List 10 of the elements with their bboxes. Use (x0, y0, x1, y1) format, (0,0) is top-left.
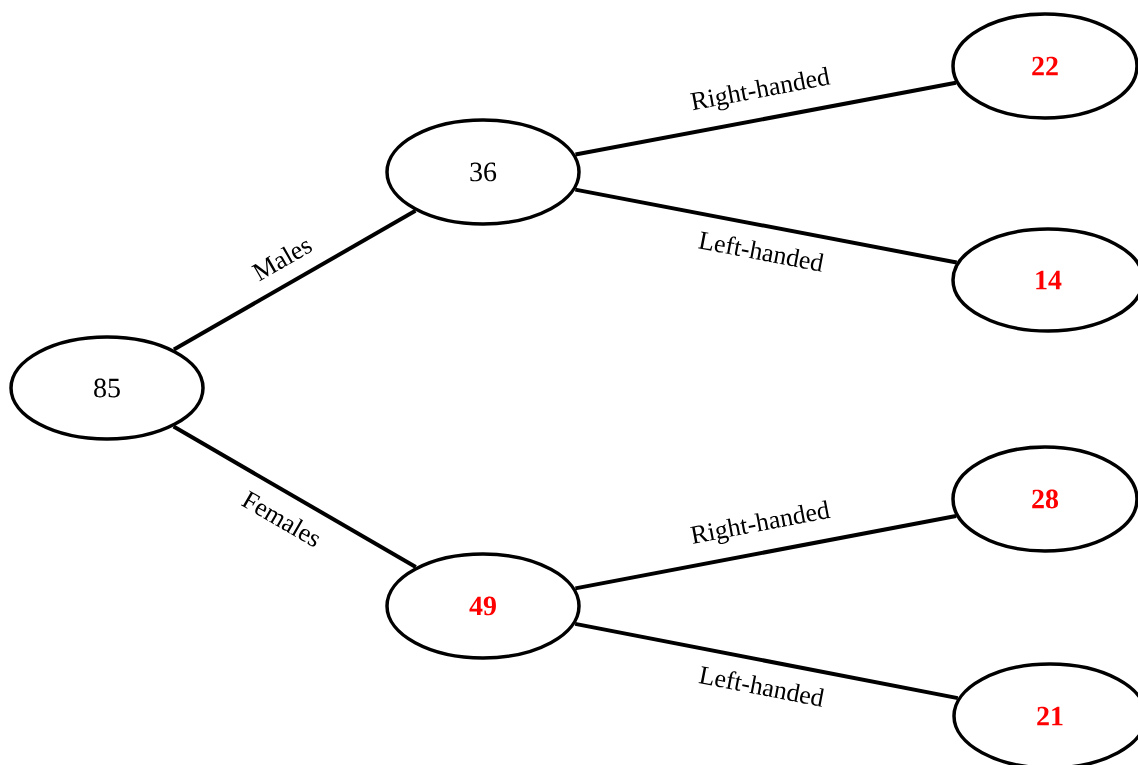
edge-label: Left-handed (698, 666, 824, 707)
branch-line (575, 513, 957, 591)
branch-line (172, 209, 417, 352)
edge-label: Right-handed (689, 500, 831, 544)
edge-label: Left-handed (698, 231, 824, 272)
branch-line (574, 187, 958, 265)
branch-line (575, 80, 957, 157)
branch-line (172, 424, 417, 569)
branch-line (574, 621, 959, 701)
edge-label: Males (251, 240, 312, 282)
